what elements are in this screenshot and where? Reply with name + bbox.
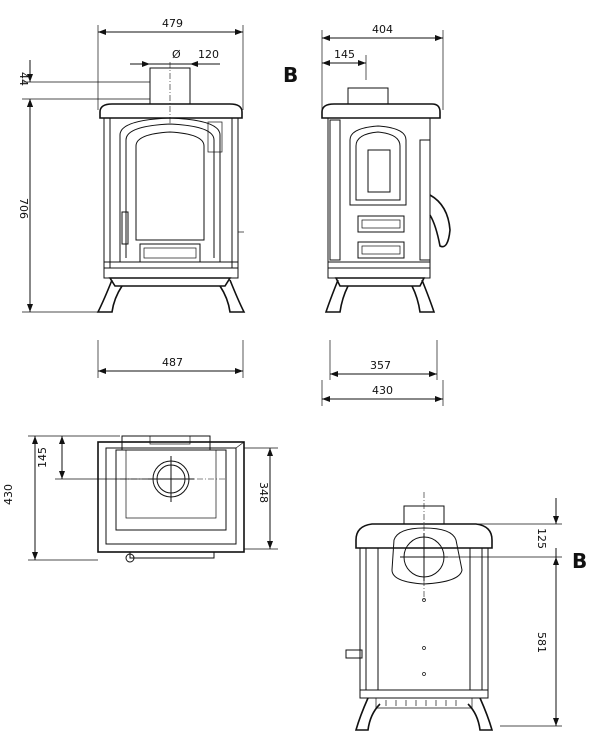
front-width-base-dimension: 487: [97, 340, 244, 378]
top-depth-total-dimension: 430: [2, 435, 120, 561]
side-depth-base-label: 357: [370, 359, 391, 372]
front-flue-height-label: 44: [17, 72, 30, 86]
rear-outlet-height-dimension: 581: [500, 557, 562, 727]
front-flue-diameter-label: 120: [198, 48, 219, 61]
front-width-base-label: 487: [162, 356, 183, 369]
front-flue-diameter-dimension: Ø 120: [130, 48, 220, 67]
front-total-height-dimension: 706: [17, 99, 98, 313]
top-depth-body-dimension: 348: [244, 447, 278, 550]
rear-section-label: B: [572, 549, 587, 573]
side-depth-top-label: 404: [372, 23, 393, 36]
top-depth-total-label: 430: [2, 484, 15, 505]
side-depth-total-dimension: 430: [321, 380, 444, 406]
side-depth-base-dimension: 357: [329, 340, 438, 380]
side-section-label: B: [283, 63, 298, 87]
side-flue-offset-label: 145: [334, 48, 355, 61]
rear-view: B 125 581: [345, 492, 587, 731]
front-width-top-dimension: 479: [97, 17, 244, 110]
top-depth-body-label: 348: [257, 482, 270, 503]
front-flue-height-dimension: 44: [17, 60, 150, 121]
front-flue-pipe: [149, 62, 191, 125]
rear-outlet-height-label: 581: [535, 632, 548, 653]
front-total-height-label: 706: [17, 198, 30, 219]
front-view: 479 Ø 120 44 706: [17, 17, 246, 378]
side-view: 404 145 B: [283, 23, 451, 406]
side-depth-top-dimension: 404: [321, 23, 444, 110]
side-flue-offset-dimension: 145: [322, 48, 367, 80]
side-depth-total-label: 430: [372, 384, 393, 397]
top-flue-offset-label: 145: [36, 447, 49, 468]
top-stove-outline: [97, 435, 245, 563]
side-stove-body: [321, 87, 451, 313]
top-view: 430 145 348: [2, 435, 278, 563]
rear-stove-body: [345, 492, 494, 731]
rear-flue-height-label: 125: [535, 528, 548, 549]
front-width-top-label: 479: [162, 17, 183, 30]
front-stove-body: [96, 103, 246, 313]
diameter-symbol: Ø: [172, 48, 181, 61]
